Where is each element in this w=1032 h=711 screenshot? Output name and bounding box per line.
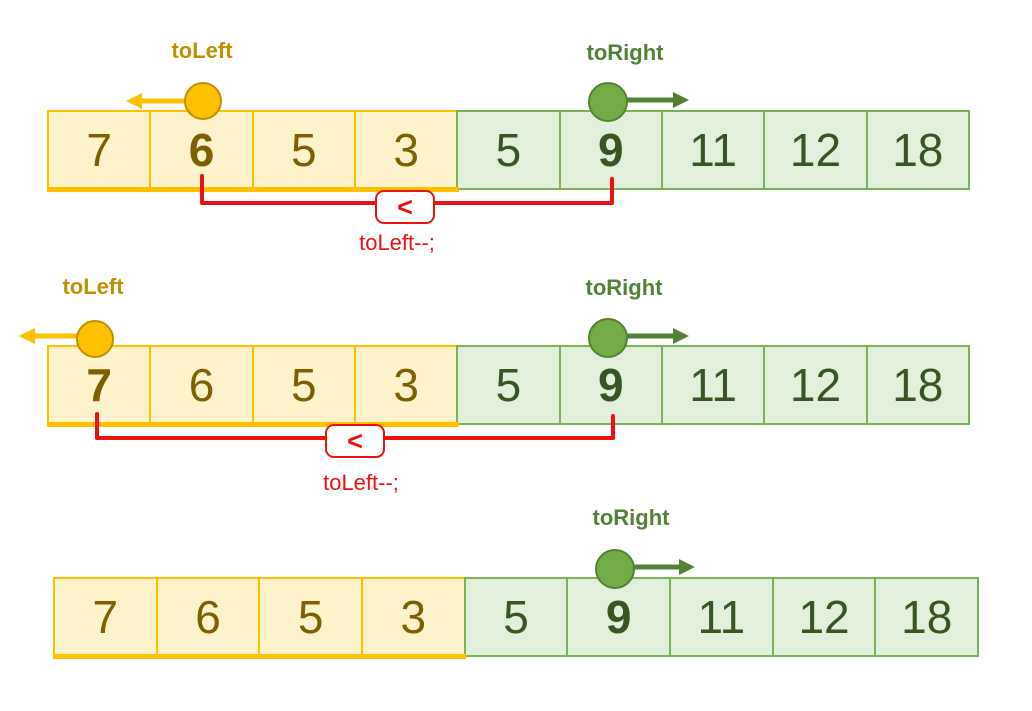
toright-label: toRight <box>585 275 663 300</box>
toleft-arrowhead-icon <box>19 328 35 344</box>
array-cell: 5 <box>456 345 561 425</box>
array-cell: 7 <box>47 110 152 190</box>
toleft-label: toLeft <box>62 274 124 299</box>
less-than-sign: < <box>397 191 413 222</box>
array-cell: 6 <box>149 110 254 190</box>
decrement-code: toLeft--; <box>359 230 435 255</box>
toright-arrowhead-icon <box>679 559 695 575</box>
array-cell: 18 <box>865 110 970 190</box>
yellow-segment-underline <box>47 422 459 427</box>
array-cell: 11 <box>660 110 766 190</box>
array-cell: 3 <box>353 345 459 425</box>
array-cell: 3 <box>353 110 459 190</box>
array-cell: 9 <box>558 345 663 425</box>
compare-box: < <box>325 424 385 458</box>
array-cell: 3 <box>361 577 466 657</box>
toright-label: toRight <box>592 505 670 530</box>
compare-box: < <box>375 190 435 224</box>
array-cell: 18 <box>874 577 980 657</box>
array-cell: 11 <box>660 345 766 425</box>
array-cell: 6 <box>149 345 254 425</box>
array-cell: 18 <box>865 345 970 425</box>
less-than-sign: < <box>347 425 363 456</box>
array-cell: 6 <box>155 577 261 657</box>
toright-label: toRight <box>586 40 664 65</box>
array-cell: 7 <box>53 577 158 657</box>
array-cell: 5 <box>251 110 356 190</box>
toleft-arrowhead-icon <box>126 93 142 109</box>
array-cell: 12 <box>771 577 877 657</box>
array-cell: 5 <box>251 345 356 425</box>
array-cell: 5 <box>456 110 561 190</box>
array-cell: 9 <box>558 110 663 190</box>
toright-arrowhead-icon <box>673 92 689 108</box>
yellow-segment-underline <box>53 654 466 659</box>
array-cell: 7 <box>47 345 152 425</box>
decrement-code: toLeft--; <box>323 470 399 495</box>
array-cell: 5 <box>463 577 569 657</box>
array-cell: 11 <box>669 577 774 657</box>
toleft-label: toLeft <box>171 38 233 63</box>
array-cell: 12 <box>763 345 868 425</box>
toright-arrowhead-icon <box>673 328 689 344</box>
array-cell: 12 <box>763 110 868 190</box>
array-cell: 9 <box>566 577 672 657</box>
array-cell: 5 <box>258 577 364 657</box>
